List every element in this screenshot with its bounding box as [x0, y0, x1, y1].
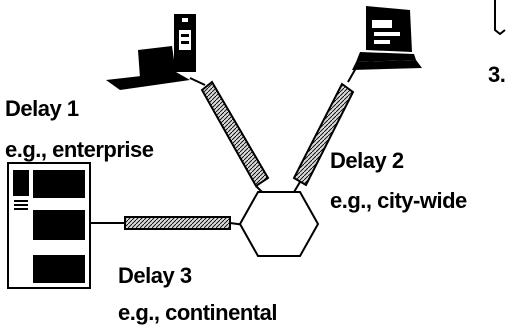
desktop-computer-icon — [106, 14, 196, 90]
cable-delay-2 — [294, 84, 353, 192]
desktop-computer-icon — [352, 6, 422, 70]
partial-number-label: 3. — [488, 62, 505, 88]
delay-1-example: e.g., enterprise — [5, 137, 154, 163]
delay-3-title: Delay 3 — [118, 263, 192, 289]
delay-1-title: Delay 1 — [5, 96, 79, 122]
delay-2-title: Delay 2 — [330, 148, 404, 174]
delay-2-example: e.g., city-wide — [330, 188, 467, 214]
partial-frame — [495, 0, 505, 34]
cable-delay-3 — [125, 217, 230, 229]
cable-delay-1 — [202, 82, 268, 192]
network-hub-hexagon-icon — [240, 192, 318, 256]
delay-3-example: e.g., continental — [118, 300, 277, 326]
server-rack-icon — [8, 163, 90, 288]
